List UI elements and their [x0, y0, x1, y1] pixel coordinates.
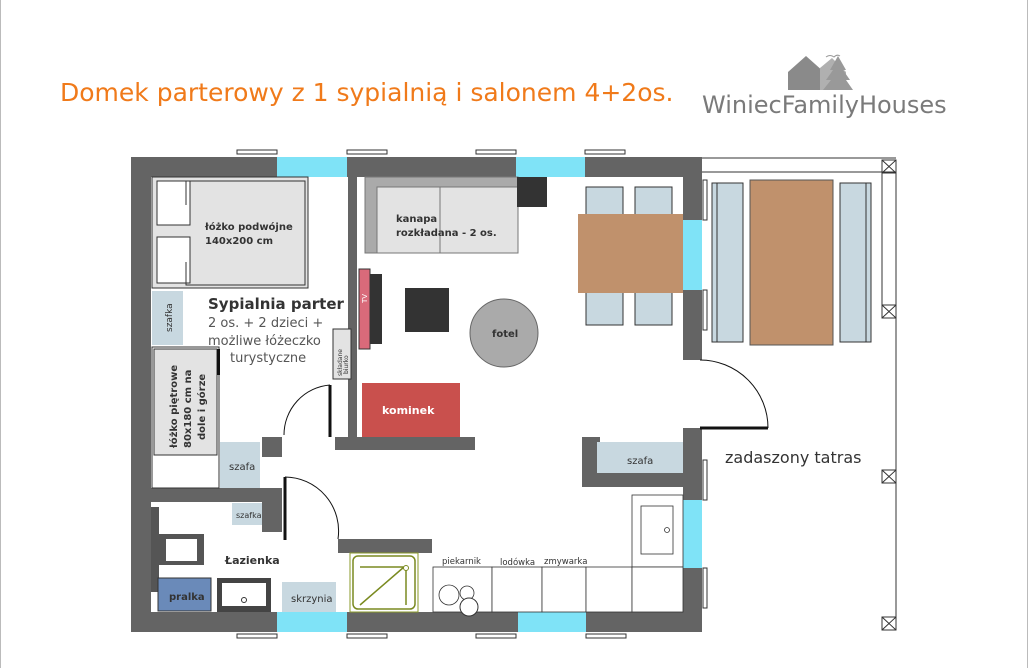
kitchen	[432, 494, 684, 613]
bedroom-wardrobe	[220, 442, 260, 488]
bedroom-door[interactable]	[283, 384, 331, 436]
tv-stand	[369, 274, 382, 344]
dining-set	[578, 186, 683, 326]
logo-text-end: Houses	[859, 91, 947, 119]
chest-label: skrzynia	[291, 594, 333, 605]
window	[683, 500, 702, 568]
bathroom-door[interactable]	[284, 476, 340, 540]
bunk-label: łóżko piętrowe	[168, 365, 180, 449]
post-icon	[881, 159, 897, 174]
bathroom-shelf	[151, 507, 159, 592]
nightstand-label: szafka	[165, 303, 175, 332]
washer	[157, 577, 212, 612]
logo-text: Winiec	[702, 91, 782, 119]
window	[277, 612, 347, 632]
fridge-label: lodówka	[500, 557, 535, 568]
wardrobe-label: szafa	[627, 456, 653, 467]
folding-desk	[332, 328, 352, 380]
terrace-table	[749, 179, 834, 346]
armchair	[469, 298, 539, 368]
double-bed: łóżko podwójne 140x200 cm	[151, 176, 309, 289]
entrance-door[interactable]	[699, 359, 769, 429]
svg-text:składanebiurko: składanebiurko	[337, 349, 350, 376]
svg-text:WiniecFamilyHouses: WiniecFamilyHouses	[702, 91, 947, 119]
terrace	[700, 157, 897, 631]
wardrobe-label: szafa	[229, 462, 255, 473]
logo-house-icon	[788, 56, 824, 90]
chest	[282, 582, 336, 612]
washer-label: pralka	[169, 592, 205, 603]
window	[516, 157, 585, 177]
windows	[277, 157, 702, 632]
nightstand	[152, 291, 183, 345]
tv-label: TV	[361, 294, 369, 304]
bedroom-title: Sypialnia parter	[208, 295, 344, 313]
bed-label: łóżko podwójne	[204, 221, 293, 233]
bath-cabinet	[232, 503, 262, 525]
bunk-note: dole i górze	[196, 374, 208, 440]
logo-tree-icon	[823, 56, 853, 90]
oven-label: piekarnik	[442, 557, 481, 567]
bedroom-info: turystyczne	[230, 351, 306, 366]
coffee-table	[405, 288, 449, 332]
window	[518, 612, 586, 632]
logo-text-bold: Family	[782, 91, 859, 119]
shower	[349, 552, 419, 613]
fireplace	[362, 383, 460, 437]
logo: WiniecFamilyHouses	[702, 54, 947, 119]
cabinet-label: szafka	[236, 511, 262, 520]
bed-size: 140x200 cm	[205, 236, 273, 247]
fireplace-label: kominek	[382, 404, 435, 417]
dishwasher	[541, 566, 587, 613]
armchair-label: fotel	[492, 329, 518, 340]
bedroom-info: możliwe łóżeczko	[208, 334, 321, 349]
sofa: kanapa rozkładana - 2 os.	[364, 176, 519, 254]
terrace-label: zadaszony tatras	[725, 448, 861, 467]
plan-title: Domek parterowy z 1 sypialnią i salonem …	[60, 78, 673, 107]
bathroom-label: Łazienka	[224, 554, 280, 567]
doors	[283, 359, 769, 540]
sofa-label: rozkładana - 2 os.	[396, 228, 497, 239]
tv	[358, 268, 371, 350]
burner-icon	[459, 597, 479, 617]
dining-table	[578, 214, 683, 293]
side-table	[517, 177, 547, 207]
window-sills	[236, 149, 708, 639]
dishwasher-label: zmywarka	[544, 557, 587, 567]
window	[683, 220, 702, 290]
bunk-size: 80x180 cm na	[183, 370, 194, 448]
sofa-label: kanapa	[396, 214, 437, 225]
desk-label: biurko	[343, 355, 350, 374]
fridge	[491, 566, 543, 613]
burner-icon	[438, 584, 460, 606]
hall-wardrobe	[597, 442, 683, 473]
desk-label: składane	[337, 349, 344, 376]
window	[277, 157, 347, 177]
bedroom-info: 2 os. + 2 dzieci +	[208, 316, 323, 331]
